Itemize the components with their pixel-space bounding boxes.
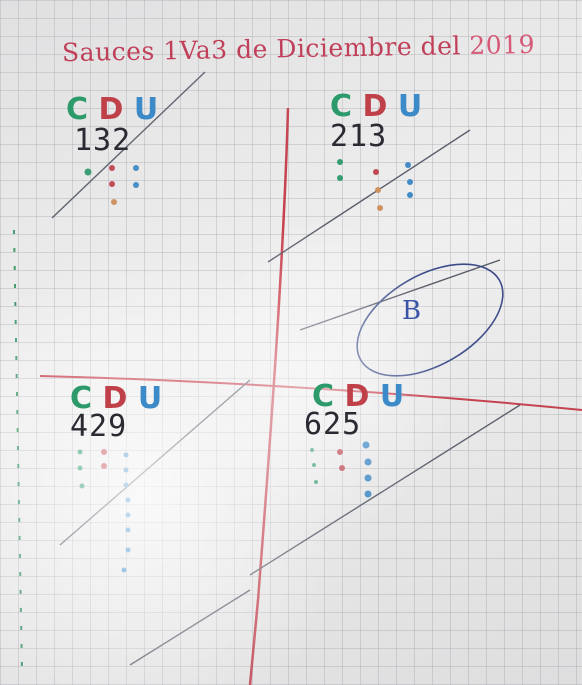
header-u: U bbox=[379, 379, 405, 414]
headers-bottom-right: C D U bbox=[312, 382, 404, 412]
margin-line bbox=[13, 229, 23, 671]
counting-dots-top-left bbox=[84, 165, 139, 205]
header-d: D bbox=[98, 92, 124, 127]
number-top-right: 213 bbox=[330, 119, 388, 154]
counting-dots-top-right bbox=[337, 159, 413, 211]
vertical-divider bbox=[248, 107, 290, 685]
headers-top-right: C D U bbox=[330, 92, 422, 122]
header-d: D bbox=[362, 89, 388, 124]
header-c: C bbox=[330, 89, 353, 124]
headers-bottom-left: C D U bbox=[70, 384, 162, 414]
header-d: D bbox=[102, 381, 128, 416]
header-u: U bbox=[397, 89, 423, 124]
circled-note: B bbox=[402, 296, 422, 326]
header-d: D bbox=[344, 379, 370, 414]
header-c: C bbox=[66, 92, 89, 127]
number-top-left: 132 bbox=[74, 123, 132, 158]
headers-top-left: C D U bbox=[66, 95, 158, 125]
counting-dots-bottom-right bbox=[310, 441, 372, 498]
header-c: C bbox=[70, 381, 93, 416]
title-year: 2019 bbox=[469, 29, 536, 61]
counting-dots-bottom-left bbox=[77, 449, 131, 573]
number-bottom-left: 429 bbox=[70, 409, 128, 444]
circle-annotation bbox=[356, 263, 504, 377]
number-bottom-right: 625 bbox=[304, 407, 362, 442]
header-u: U bbox=[133, 92, 159, 127]
header-u: U bbox=[137, 381, 163, 416]
header-c: C bbox=[312, 379, 335, 414]
